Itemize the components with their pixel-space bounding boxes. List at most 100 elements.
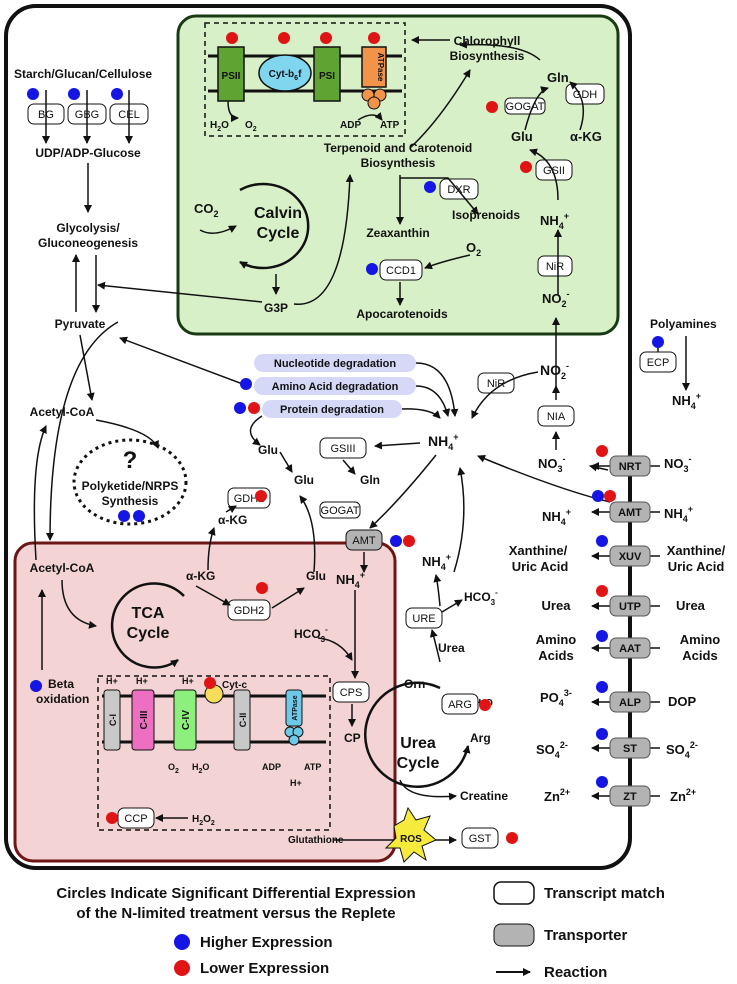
higher-expression-dot [27, 88, 39, 100]
diagram-element: C-II [238, 713, 248, 728]
amino-deg-box [254, 377, 416, 395]
photosystem-block: PSII Cyt-b6f PSI ATPase H2O O2 ADP ATP [204, 22, 406, 137]
creatine-label: Creatine [460, 789, 508, 803]
xanthine-out-1: Xanthine/ [667, 543, 726, 558]
atpase-head [367, 96, 381, 110]
higher-expression-dot [390, 535, 402, 547]
higher-expression-dot [592, 490, 604, 502]
diagram-shape [433, 574, 442, 607]
diagram-element: GOGAT [321, 505, 360, 517]
diagram-element: ARG [448, 699, 472, 711]
diagram-element: NH4+ [664, 504, 693, 524]
diagram-shape [453, 467, 466, 573]
psii-complex [217, 46, 245, 102]
cell-membrane [4, 4, 632, 870]
diagram-element: O2 [245, 120, 257, 133]
diagram-element: H+ [106, 676, 118, 686]
chlorophyll-line1: Chlorophyll [454, 34, 521, 48]
gogat-cyto-box [319, 501, 361, 519]
isoprenoids-label: Isoprenoids [452, 208, 520, 222]
glycolysis-line2: Gluconeogenesis [38, 236, 138, 250]
diagram-element: ECP [647, 357, 670, 369]
diagram-shape [429, 629, 441, 663]
zeaxanthin-label: Zeaxanthin [366, 226, 429, 240]
diagram-element: H+ [182, 676, 194, 686]
terpenoid-line1: Terpenoid and Carotenoid [324, 141, 472, 155]
no3-out: NO [664, 456, 684, 471]
civ-complex [173, 689, 197, 751]
thylakoid-box [204, 22, 406, 137]
arg-box [441, 693, 479, 715]
urea-in: Urea [542, 598, 572, 613]
diagram-element: GDH2 [234, 605, 265, 617]
transporter-alp [609, 691, 651, 713]
tca-line1: TCA [132, 605, 165, 622]
diagram-shape [61, 579, 97, 629]
transporter-amt-label: AMT [618, 507, 642, 519]
lower-expression-dot [226, 32, 238, 44]
diagram-shape [299, 495, 316, 573]
akg-cyto: α-KG [218, 513, 247, 527]
legend-reaction: Reaction [544, 964, 607, 981]
g3p-label: G3P [264, 301, 288, 315]
tca-cycle-ring [110, 582, 185, 669]
diagram-shape [33, 425, 47, 561]
diagram-element: GSII [543, 165, 565, 177]
diagram-element: NO2- [540, 361, 569, 381]
diagram-element: Nucleotide degradation [274, 358, 397, 370]
diagram-shape [415, 362, 459, 417]
chloroplast [176, 14, 620, 336]
co2-label: CO [194, 201, 214, 216]
lower-expression-dot [256, 582, 268, 594]
diagram-element: PO43- [540, 688, 572, 708]
diagram-element: CCP [124, 813, 147, 825]
diagram-element: NH4+ [422, 552, 451, 572]
diagram-shape [249, 415, 263, 446]
diagram-element: NH4+ [672, 391, 701, 411]
diagram-element [227, 100, 239, 122]
diagram-element: AMT [352, 535, 376, 547]
gsiii-box [319, 437, 367, 459]
higher-expression-dot [234, 402, 246, 414]
mito-enzymes: GDH2 CCP [117, 599, 271, 829]
nh4-central: NH [428, 433, 448, 449]
adp-label: ADP [340, 120, 361, 131]
diagram-shape [369, 454, 437, 529]
no3-cyto: NO [538, 456, 558, 471]
diagram-element: URE [412, 613, 435, 625]
higher-expression-dot [596, 681, 608, 693]
diagram-element: NH4+ [542, 507, 571, 527]
lower-expression-dot [204, 677, 216, 689]
cp-label: CP [344, 731, 361, 745]
chloro-glu: Glu [511, 129, 533, 144]
transporter-outer-labels: NO3- NH4+ Xanthine/ Uric Acid Urea Amino… [664, 454, 726, 804]
ros-burst [384, 806, 437, 863]
psii-label: PSII [222, 71, 241, 82]
transporter-st-label: ST [623, 743, 637, 755]
diagram-element: CO2 [194, 201, 219, 219]
diagram-shape [459, 40, 541, 61]
cytb6f-label: Cyt-b [269, 69, 295, 80]
orn-label: Orn [404, 677, 425, 691]
po4-in: PO [540, 690, 559, 705]
diagram-shape [471, 371, 539, 419]
diagram-element: DXR [447, 184, 470, 196]
chloroplast-labels: Chlorophyll Biosynthesis Gln Glu α-KG NH… [194, 34, 602, 321]
diagram-shape [79, 334, 95, 401]
diagram-shape [342, 459, 356, 475]
higher-expression-dot [366, 263, 378, 275]
o2-label: O [245, 120, 253, 131]
zn-out: Zn [670, 789, 686, 804]
polyamines-label: Polyamines [650, 317, 717, 331]
diagram-element: GDH [573, 89, 598, 101]
arg-label: Arg [470, 731, 491, 745]
lower-expression-dot [604, 490, 616, 502]
diagram-shape [529, 148, 559, 201]
amino-out-2: Acids [682, 648, 717, 663]
nh4-urea: NH [422, 554, 441, 569]
diagram-shape [195, 585, 231, 606]
dop-out: DOP [668, 694, 697, 709]
legend-transcript: Transcript match [544, 885, 665, 902]
urea-cyto: Urea [438, 641, 465, 655]
diagram-element: Cyt-b6f [269, 69, 302, 82]
